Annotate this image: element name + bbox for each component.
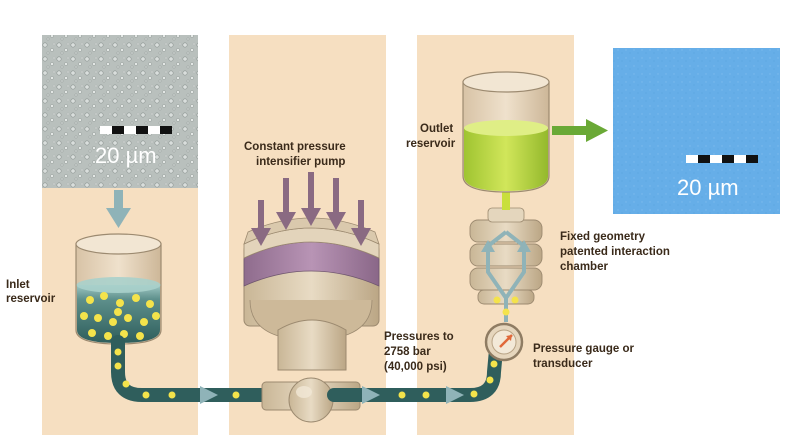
droplet xyxy=(114,308,122,316)
inlet-droplets xyxy=(80,292,160,340)
chamber-droplets xyxy=(493,296,519,316)
flow-arrow-2 xyxy=(362,386,380,404)
droplet xyxy=(104,332,112,340)
tube-droplets-1 xyxy=(114,348,240,399)
droplet xyxy=(232,391,240,399)
tube-pump-to-gauge xyxy=(327,343,503,402)
droplet xyxy=(152,312,160,320)
droplet xyxy=(109,318,117,326)
label-chamber: Fixed geometry patented interaction cham… xyxy=(560,231,673,273)
droplet xyxy=(168,391,176,399)
inlet-reservoir xyxy=(75,233,162,345)
droplet xyxy=(146,300,154,308)
label-pump: Constant pressure intensifier pump xyxy=(244,141,349,168)
droplet xyxy=(88,329,96,337)
droplet xyxy=(100,292,108,300)
droplet xyxy=(140,318,148,326)
scale-label-before: 20 µm xyxy=(95,143,157,168)
pump-pressure-arrows xyxy=(251,172,371,246)
arrow-to-output xyxy=(552,119,608,142)
droplet xyxy=(94,314,102,322)
droplet xyxy=(493,296,501,304)
droplet xyxy=(470,390,478,398)
droplet xyxy=(122,380,130,388)
interaction-chamber xyxy=(469,192,543,322)
tube-droplets-2 xyxy=(398,360,498,399)
droplet xyxy=(132,294,140,302)
scale-bar-before xyxy=(100,126,172,134)
label-gauge: Pressure gauge or transducer xyxy=(533,343,637,370)
label-outlet-reservoir: Outlet reservoir xyxy=(406,123,456,150)
droplet xyxy=(486,376,494,384)
droplet xyxy=(120,330,128,338)
droplet xyxy=(511,296,519,304)
droplet xyxy=(502,308,510,316)
micrograph-before xyxy=(42,35,198,188)
droplet xyxy=(80,312,88,320)
pressure-gauge xyxy=(484,322,524,362)
droplet xyxy=(116,299,124,307)
droplet xyxy=(114,348,122,356)
droplet xyxy=(398,391,406,399)
outlet-reservoir xyxy=(462,71,550,193)
arrow-to-inlet xyxy=(106,190,131,228)
label-inlet-reservoir: Inlet reservoir xyxy=(6,279,56,305)
droplet xyxy=(86,296,94,304)
droplet xyxy=(114,362,122,370)
tube-inlet-to-pump xyxy=(111,335,269,402)
droplet xyxy=(142,391,150,399)
scale-label-after: 20 µm xyxy=(677,175,739,200)
scale-bar-after xyxy=(686,155,758,163)
droplet xyxy=(124,314,132,322)
flow-arrow-1 xyxy=(200,386,218,404)
flow-arrow-3 xyxy=(446,386,464,404)
label-pressures: Pressures to 2758 bar (40,000 psi) xyxy=(384,331,457,373)
droplet xyxy=(490,360,498,368)
droplet xyxy=(136,332,144,340)
micrograph-after xyxy=(613,48,780,214)
droplet xyxy=(422,391,430,399)
